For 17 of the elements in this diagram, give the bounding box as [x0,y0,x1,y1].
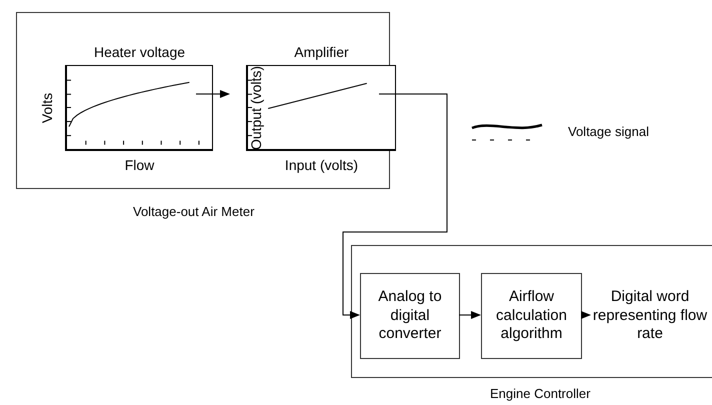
arrow [196,90,230,98]
enclosure-box [351,245,712,378]
graph-title: Amplifier [293,44,350,60]
arrow [342,94,448,319]
process-box: Analog to digital converter [360,273,460,359]
arrow [580,311,591,319]
graph-title: Heater voltage [92,44,186,60]
enclosure-caption: Engine Controller [490,386,590,401]
legend-label: Voltage signal [568,124,649,139]
arrow [458,311,481,319]
enclosure-caption: Voltage-out Air Meter [133,204,254,219]
process-box: Airflow calculation algorithm [481,273,582,359]
y-axis-label: Output (volts) [248,65,264,150]
y-axis-label: Volts [39,92,55,123]
x-axis-label: Flow [124,157,154,173]
x-axis-label: Input (volts) [284,157,358,173]
output-text: Digital word representing flow rate [591,283,709,349]
